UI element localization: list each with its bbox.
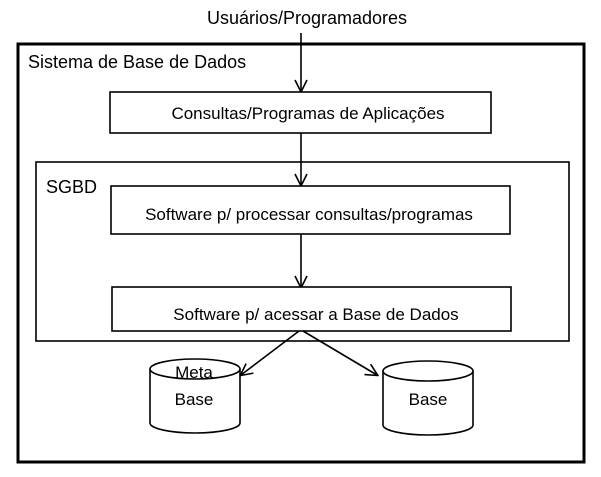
applications-box (109, 91, 492, 134)
data-access-box (111, 286, 512, 332)
data-access-label: Software p/ acessar a Base de Dados (173, 305, 458, 324)
query-processor-box (110, 185, 511, 235)
sgbd-box (35, 161, 570, 342)
arrow-to-data-base (302, 330, 377, 375)
data-base-cylinder (382, 360, 474, 436)
database-system-title: Sistema de Base de Dados (28, 52, 246, 72)
data-base-label: Base (409, 390, 448, 409)
applications-label: Consultas/Programas de Aplicações (171, 104, 444, 123)
query-processor-label: Software p/ processar consultas/programa… (145, 205, 473, 224)
users-programmers-label: Usuários/Programadores (207, 8, 407, 28)
meta-base-label-line2: Base (175, 390, 214, 409)
meta-base-cylinder (149, 358, 241, 434)
sgbd-title: SGBD (46, 177, 97, 197)
meta-base-label-line1: Meta (175, 363, 213, 382)
arrow-to-meta-base (241, 330, 300, 375)
